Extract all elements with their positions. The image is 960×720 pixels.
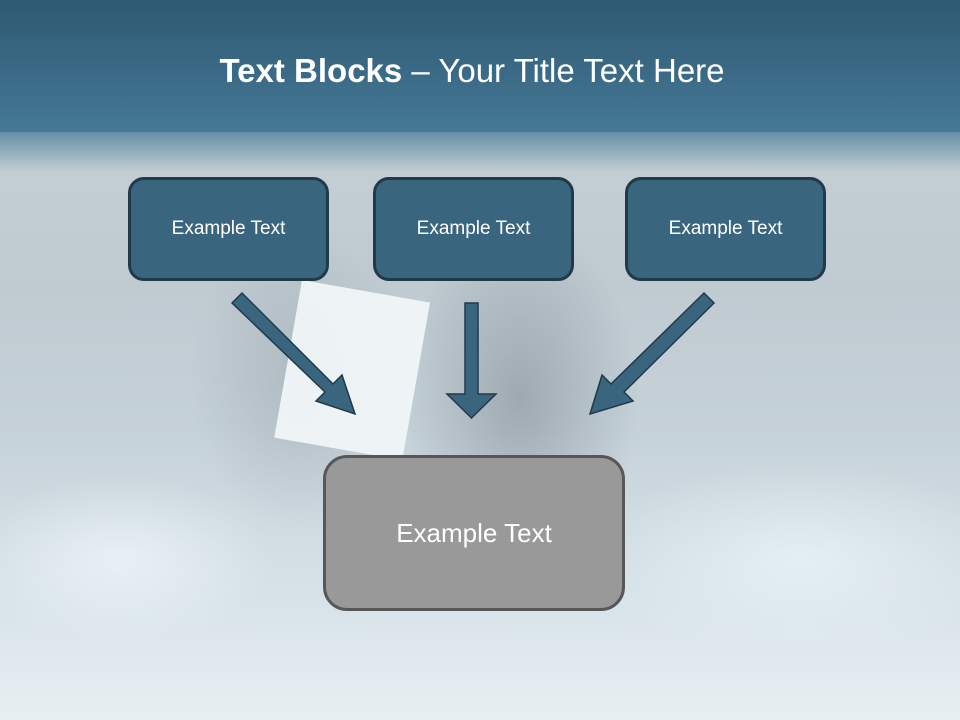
text-block-label: Example Text [396,517,552,548]
text-block-result[interactable]: Example Text [323,455,625,611]
header-fade [0,132,960,172]
text-block-left[interactable]: Example Text [128,177,329,281]
arrow-down-right-icon[interactable] [230,291,357,416]
text-block-label: Example Text [416,218,531,239]
slide-title[interactable]: Text Blocks – Your Title Text Here [0,52,944,90]
arrow-down-left-icon[interactable] [588,291,716,416]
text-block-right[interactable]: Example Text [625,177,826,281]
arrow-down-icon[interactable] [445,302,498,420]
title-separator: – [402,52,439,89]
text-block-label: Example Text [668,218,783,239]
title-bold-part: Text Blocks [219,52,403,89]
title-regular-part: Your Title Text Here [438,52,725,89]
text-block-label: Example Text [171,218,286,239]
text-block-center[interactable]: Example Text [373,177,574,281]
header-band [0,0,960,132]
